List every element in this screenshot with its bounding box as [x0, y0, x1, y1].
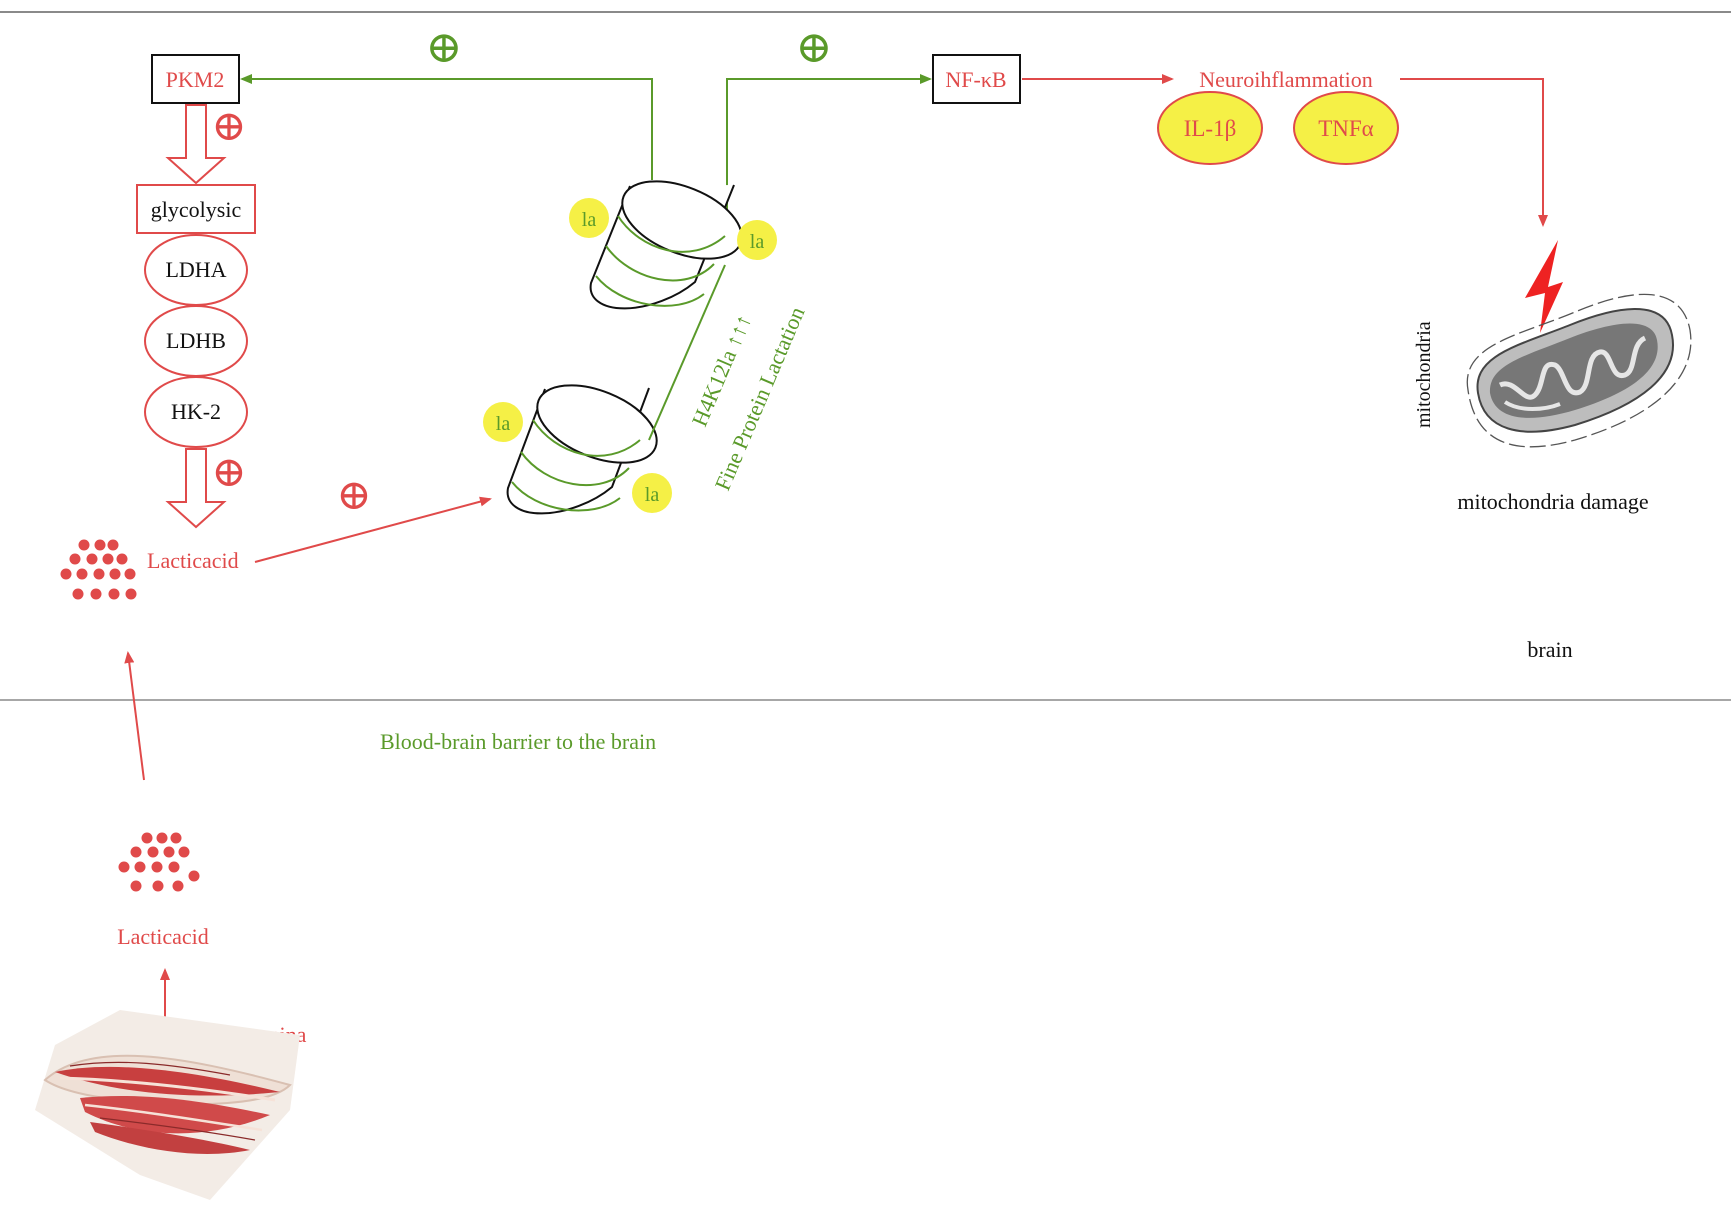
nucleosome-lower	[506, 384, 658, 515]
bbb-label: Blood-brain barrier to the brain	[380, 729, 656, 754]
plus-sign-4: ⊕	[426, 23, 463, 72]
nucleosome-linker	[648, 264, 726, 441]
la-marker-1	[569, 198, 609, 238]
plus-sign-5: ⊕	[796, 23, 833, 72]
nfkb-label: NF-κB	[945, 67, 1006, 92]
neuroinflammation-label: Neuroihflammation	[1199, 67, 1373, 92]
arrow-muscle-lactic-to-brain	[124, 651, 145, 781]
ldhb-label: LDHB	[166, 328, 226, 353]
mitochondrion-icon	[1466, 293, 1692, 448]
il1b-label: IL-1β	[1184, 116, 1237, 141]
hollow-arrow-down-2	[165, 448, 227, 529]
tnfa-label: TNFα	[1318, 116, 1374, 141]
tnfa-ellipse	[1293, 91, 1399, 165]
lactic-acid-brain-label: Lacticacid	[147, 548, 239, 573]
glycolysis-label: glycolysic	[151, 197, 242, 222]
lactic-acid-dots-muscle	[118, 832, 200, 892]
hk2-ellipse	[144, 376, 248, 448]
lactic-acid-dots-brain	[60, 539, 137, 600]
la-marker-2	[737, 220, 777, 260]
glycolysis-box	[136, 184, 256, 234]
arrow-histone-to-pkm2	[240, 74, 653, 180]
lactic-acid-muscle-label: Lacticacid	[117, 924, 209, 949]
il1b-ellipse	[1157, 91, 1263, 165]
hk2-label: HK-2	[171, 399, 221, 424]
hollow-arrow-down-1	[165, 104, 227, 185]
mitochondria-damage-label: mitochondria damage	[1457, 489, 1648, 514]
brain-label: brain	[1527, 637, 1572, 662]
arrow-neuroinflammation-to-mitochondria	[1400, 78, 1548, 227]
pkm2-label: PKM2	[166, 67, 225, 92]
arrow-lactic-to-histone	[254, 496, 492, 563]
nfkb-box	[932, 54, 1021, 104]
la-label-1: la	[582, 209, 597, 231]
la-label-4: la	[645, 484, 660, 506]
plus-sign-1: ⊕	[211, 104, 246, 150]
la-marker-3	[483, 402, 523, 442]
plus-sign-3: ⊕	[336, 473, 371, 519]
arrow-histone-to-nfkb	[726, 74, 932, 210]
lightning-bolt-icon	[1525, 240, 1563, 333]
nucleosome-upper	[589, 180, 743, 310]
muscle-illustration	[35, 1010, 300, 1200]
la-label-3: la	[496, 413, 511, 435]
la-marker-4	[632, 473, 672, 513]
plus-sign-2: ⊕	[211, 450, 246, 496]
mitochondria-vertical-label: mitochondria	[1413, 321, 1435, 428]
la-label-2: la	[750, 231, 765, 253]
ldha-label: LDHA	[165, 257, 226, 282]
pkm2-box	[151, 54, 240, 104]
